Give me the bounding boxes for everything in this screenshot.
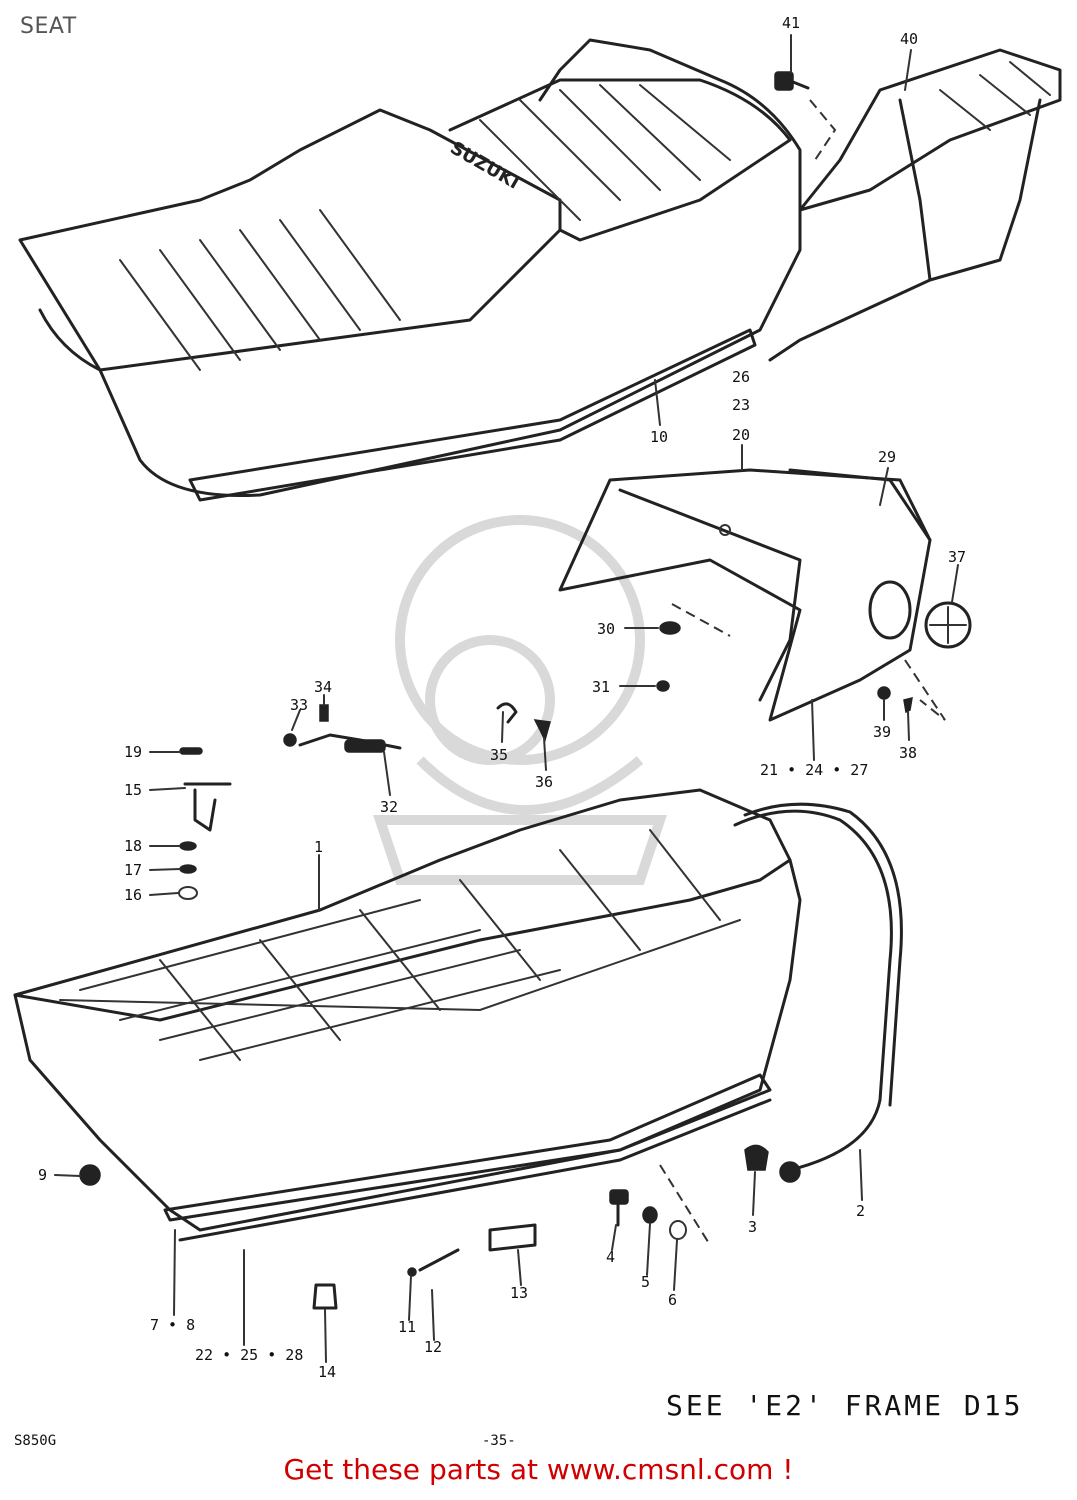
callout-5: 5 xyxy=(641,1273,650,1291)
callout-11: 11 xyxy=(398,1318,416,1336)
callout-31: 31 xyxy=(592,678,610,696)
callout-36: 36 xyxy=(535,773,553,791)
callout-13: 13 xyxy=(510,1284,528,1302)
callout-15: 15 xyxy=(124,781,142,799)
upper-seat-assembly: SUZUKI xyxy=(18,38,802,502)
callout-29: 29 xyxy=(878,448,896,466)
callout-18: 18 xyxy=(124,837,142,855)
tail-rack xyxy=(768,48,1062,362)
callout-21-24-27: 21 • 24 • 27 xyxy=(760,761,868,779)
watermark-logo xyxy=(373,515,667,885)
seat-clips xyxy=(178,747,232,900)
callout-22-25-28: 22 • 25 • 28 xyxy=(195,1346,303,1364)
leader-lines xyxy=(54,34,959,1363)
callout-labels: 41 40 10 26 23 20 29 37 30 31 39 38 21 •… xyxy=(38,14,966,1381)
callout-10: 10 xyxy=(650,428,668,446)
buy-parts-link[interactable]: Get these parts at www.cmsnl.com ! xyxy=(283,1453,794,1486)
callout-30: 30 xyxy=(597,620,615,638)
callout-35: 35 xyxy=(490,746,508,764)
callout-40: 40 xyxy=(900,30,918,48)
callout-23: 23 xyxy=(732,396,750,414)
callout-12: 12 xyxy=(424,1338,442,1356)
callout-19: 19 xyxy=(124,743,142,761)
seat-tail-cover xyxy=(558,468,932,722)
callout-6: 6 xyxy=(668,1291,677,1309)
page-title: SEAT xyxy=(20,14,77,39)
lower-hardware xyxy=(79,1144,769,1310)
callout-9: 9 xyxy=(38,1166,47,1184)
callout-39: 39 xyxy=(873,723,891,741)
lower-seat-assembly xyxy=(13,788,802,1242)
callout-34: 34 xyxy=(314,678,332,696)
small-hardware xyxy=(656,603,946,721)
callout-26: 26 xyxy=(732,368,750,386)
callout-20: 20 xyxy=(732,426,750,444)
frame-note: SEE 'E2' FRAME D15 xyxy=(666,1389,1023,1422)
callout-14: 14 xyxy=(318,1363,336,1381)
callout-1: 1 xyxy=(314,838,323,856)
seat-lock-assembly xyxy=(283,702,551,753)
reflector-part-37 xyxy=(924,601,972,649)
callout-38: 38 xyxy=(899,744,917,762)
page-number: -35- xyxy=(482,1433,516,1449)
callout-16: 16 xyxy=(124,886,142,904)
model-code: S850G xyxy=(14,1433,56,1449)
seat-logo: SUZUKI xyxy=(447,137,523,193)
callout-41: 41 xyxy=(782,14,800,32)
callout-32: 32 xyxy=(380,798,398,816)
grab-rail-part-2 xyxy=(733,802,903,1183)
callout-3: 3 xyxy=(748,1218,757,1236)
callout-33: 33 xyxy=(290,696,308,714)
callout-7-8: 7 • 8 xyxy=(150,1316,195,1334)
callout-4: 4 xyxy=(606,1248,615,1266)
callout-2: 2 xyxy=(856,1202,865,1220)
callout-37: 37 xyxy=(948,548,966,566)
bolt-part-41 xyxy=(774,71,810,91)
callout-17: 17 xyxy=(124,861,142,879)
